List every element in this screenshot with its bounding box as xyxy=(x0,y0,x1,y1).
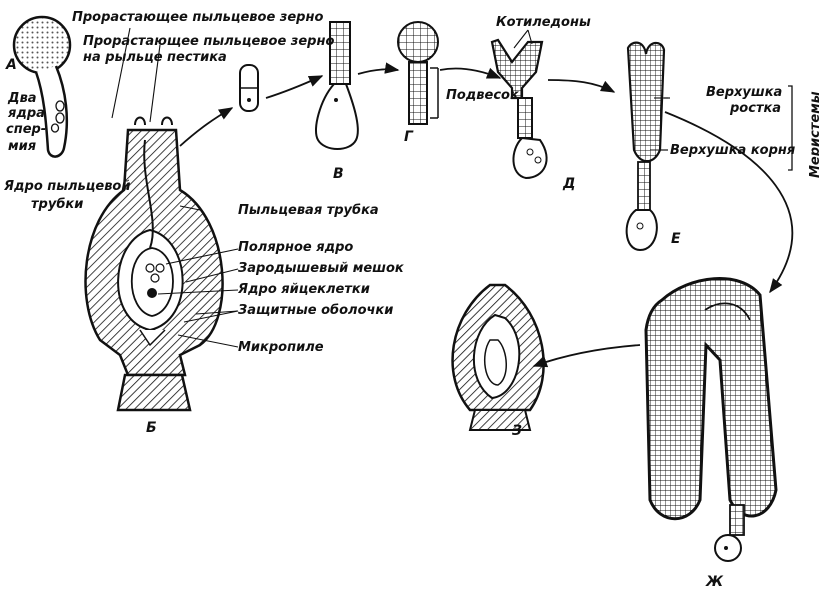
label-sperm-3: спер- xyxy=(6,122,47,137)
two-cell-embryo xyxy=(239,64,259,112)
heart-embryo-d xyxy=(490,38,548,180)
panel-letter-b: Б xyxy=(146,420,157,436)
label-polar-nucleus: Полярное ядро xyxy=(238,240,354,255)
panel-letter-zh: Ж xyxy=(706,574,724,590)
label-root-apex: Верхушка корня xyxy=(670,143,796,158)
label-shoot-apex-1: Верхушка xyxy=(706,85,783,100)
progression-arrows xyxy=(179,62,794,368)
label-micropyle: Микропиле xyxy=(238,340,324,355)
meristem-bracket xyxy=(788,85,793,171)
label-embryo-sac: Зародышевый мешок xyxy=(238,261,404,276)
label-sperm-4: мия xyxy=(8,139,37,154)
panel-letter-e: Е xyxy=(671,231,681,247)
label-pollen-germinating: Прорастающее пыльцевое зерно xyxy=(72,10,324,25)
label-sperm-2: ядра xyxy=(8,106,45,121)
label-egg-nucleus: Ядро яйцеклетки xyxy=(238,282,370,297)
leader-lines xyxy=(111,27,668,348)
panel-letter-d: Д xyxy=(563,176,576,192)
label-suspensor: Подвесок xyxy=(446,88,519,103)
label-integuments: Защитные оболочки xyxy=(238,303,394,318)
panel-letter-v: В xyxy=(333,166,344,182)
ovule-b xyxy=(84,116,224,412)
label-pollen-on-stigma-1: Прорастающее пыльцевое зерно xyxy=(83,34,335,49)
torpedo-embryo-e xyxy=(625,41,670,252)
label-meristems: Меристемы xyxy=(808,91,819,178)
pollen-grain-a xyxy=(12,15,72,158)
panel-letter-z: З xyxy=(512,423,522,439)
mature-embryo-zh xyxy=(644,277,778,562)
label-cotyledons: Котиледоны xyxy=(496,15,591,30)
globular-embryo-g xyxy=(397,21,439,125)
label-pollen-tube: Пыльцевая трубка xyxy=(238,203,379,218)
label-shoot-apex-2: ростка xyxy=(730,101,782,116)
panel-letter-g: Г xyxy=(404,129,413,145)
seed-z xyxy=(451,283,545,431)
label-tube-nucleus-1: Ядро пыльцевой xyxy=(4,179,131,194)
proembryo-v xyxy=(315,21,359,150)
panel-letter-a: А xyxy=(6,57,17,73)
label-tube-nucleus-2: трубки xyxy=(31,197,84,212)
label-sperm-1: Два xyxy=(8,91,37,106)
label-pollen-on-stigma-2: на рыльце пестика xyxy=(83,50,227,65)
